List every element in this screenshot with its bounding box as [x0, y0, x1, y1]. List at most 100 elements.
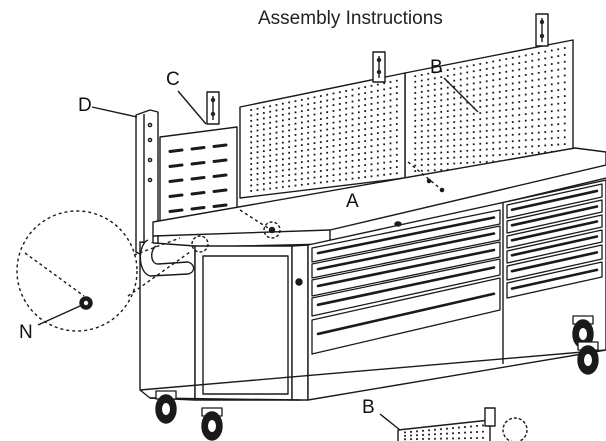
peg-hole [345, 125, 348, 128]
peg-hole [557, 82, 560, 85]
peg-hole [357, 165, 360, 167]
peg-hole [476, 425, 478, 427]
peg-hole [476, 431, 478, 433]
peg-hole [433, 169, 436, 172]
peg-hole [453, 91, 456, 94]
peg-hole [370, 145, 373, 148]
drawers-center [311, 209, 501, 355]
peg-hole [319, 170, 322, 172]
peg-hole [332, 121, 335, 124]
peg-hole [427, 106, 430, 109]
peg-hole [269, 160, 272, 163]
peg-hole [446, 121, 449, 124]
peg-hole [269, 182, 272, 185]
peg-hole [511, 89, 514, 91]
peg-hole [544, 124, 547, 127]
peg-hole [420, 79, 423, 82]
peg-hole [275, 164, 278, 167]
peg-hole [492, 148, 495, 150]
peg-hole [288, 112, 291, 115]
peg-hole [250, 190, 253, 192]
peg-hole [410, 434, 412, 437]
panel-slot [168, 148, 184, 153]
peg-hole [376, 83, 379, 86]
peg-hole [376, 114, 379, 116]
peg-hole [557, 61, 560, 64]
peg-hole [531, 119, 534, 121]
peg-hole [485, 117, 488, 120]
peg-hole [275, 170, 278, 173]
peg-hole [395, 123, 398, 125]
peg-hole [256, 107, 259, 110]
peg-hole [544, 84, 547, 87]
peg-hole [351, 171, 354, 174]
peg-hole [294, 145, 297, 148]
peg-hole [351, 100, 354, 103]
peg-hole [319, 164, 322, 167]
peg-hole [262, 188, 265, 191]
peg-hole [433, 157, 436, 160]
peg-hole [345, 95, 348, 98]
peg-hole [395, 166, 398, 169]
caster-hub [208, 420, 216, 432]
peg-hole [544, 77, 547, 80]
peg-hole [472, 76, 475, 79]
peg-hole [459, 120, 462, 123]
peg-hole [376, 126, 379, 128]
peg-hole [557, 123, 560, 126]
peg-hole [414, 153, 417, 156]
peg-hole [531, 92, 534, 95]
peg-hole [440, 93, 443, 96]
peg-hole [313, 113, 316, 116]
peg-hole [332, 110, 335, 112]
peg-hole [319, 135, 322, 138]
peg-hole [459, 96, 462, 99]
peg-hole [319, 95, 322, 97]
peg-hole [518, 94, 521, 97]
peg-hole [370, 103, 373, 105]
peg-hole [440, 128, 443, 131]
peg-hole [345, 131, 348, 134]
peg-hole [326, 122, 329, 125]
peg-hole [281, 108, 284, 111]
peg-hole [498, 84, 501, 87]
peg-hole [446, 432, 448, 435]
peg-hole [476, 437, 478, 439]
peg-hole [498, 128, 501, 131]
peg-hole [485, 111, 488, 114]
peg-hole [357, 93, 360, 96]
peg-hole [498, 153, 501, 156]
peg-hole [524, 61, 527, 63]
peg-hole [294, 184, 297, 187]
peg-hole [537, 118, 540, 121]
peg-hole [370, 109, 373, 111]
peg-hole [472, 137, 475, 140]
peg-hole [300, 183, 303, 186]
peg-hole [479, 106, 482, 108]
peg-hole [550, 117, 553, 119]
peg-hole [275, 142, 278, 145]
peg-hole [275, 148, 278, 151]
peg-hole [338, 108, 341, 111]
peg-hole [262, 128, 265, 131]
peg-hole [376, 107, 379, 110]
peg-hole [446, 145, 449, 148]
peg-hole [351, 112, 354, 115]
peg-hole [485, 136, 488, 138]
caster [201, 407, 223, 441]
peg-hole [550, 137, 553, 140]
peg-hole [300, 132, 303, 135]
peg-hole [544, 151, 547, 154]
peg-hole [250, 119, 253, 122]
peg-hole [531, 112, 534, 115]
peg-hole [383, 112, 386, 115]
peg-hole [383, 161, 386, 164]
peg-hole [294, 111, 297, 114]
peg-hole [326, 175, 329, 177]
peg-hole [288, 163, 291, 165]
caster-hub [579, 328, 587, 340]
peg-hole [294, 167, 297, 170]
upright-center [372, 51, 386, 83]
peg-hole [351, 130, 354, 133]
peg-hole [300, 127, 303, 130]
